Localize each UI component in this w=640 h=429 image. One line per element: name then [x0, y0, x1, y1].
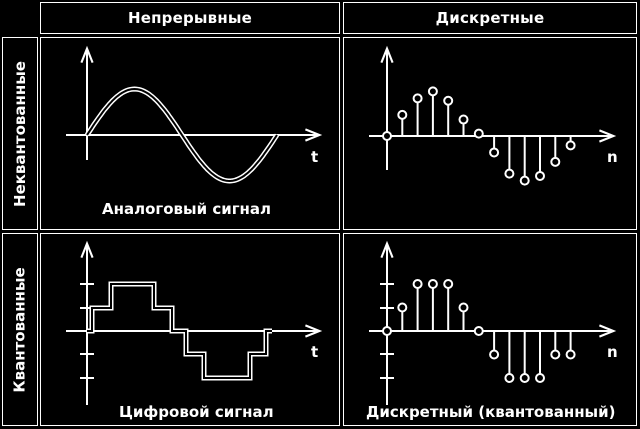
discrete-sample-point — [458, 114, 469, 125]
cell-analog — [40, 37, 340, 230]
quantized-discrete-sample-point — [427, 279, 438, 289]
cell-digital — [40, 233, 340, 426]
quantized-discrete-sample-point — [550, 349, 561, 360]
caption-quantized-discrete: Дискретный (квантованный) — [366, 403, 616, 421]
column-header-continuous: Непрерывные — [127, 9, 253, 27]
digital-step-signal-inner — [87, 283, 272, 379]
discrete-sample-point — [489, 147, 500, 158]
quantized-discrete-sample-point — [565, 349, 576, 360]
quantized-discrete-graph: n — [369, 240, 618, 405]
quantized-discrete-sample-point — [443, 279, 454, 289]
quantized-discrete-sample-point — [489, 349, 500, 360]
discrete-sample-point — [519, 175, 530, 186]
quantized-discrete-sample-point — [504, 373, 515, 383]
quantized-discrete-axis-label: n — [607, 343, 618, 361]
quantized-discrete-sample-point — [473, 326, 484, 336]
discrete-sample-point — [565, 140, 576, 151]
discrete-sample-point — [550, 156, 561, 167]
discrete-axis-label: n — [607, 148, 618, 166]
column-header-discrete: Дискретные — [435, 9, 545, 27]
header-left-frame — [40, 2, 340, 34]
analog-sine-curve-inner — [86, 87, 278, 183]
digital-graph: t — [66, 240, 323, 405]
row-label-bottom-frame — [2, 233, 38, 426]
discrete-sample-point — [382, 131, 392, 141]
quantized-discrete-sample-point — [519, 373, 530, 383]
discrete-sample-point — [427, 86, 438, 97]
discrete-sample-point — [473, 128, 484, 139]
caption-digital: Цифровой сигнал — [119, 403, 274, 421]
row-label-top-frame — [2, 37, 38, 230]
digital-axis-label: t — [311, 343, 318, 361]
digital-level-ticks — [80, 283, 94, 379]
discrete-graph: n — [369, 45, 618, 186]
discrete-sample-point — [397, 109, 408, 120]
header-right-frame — [343, 2, 637, 34]
quantized-discrete-sample-point — [397, 302, 408, 313]
quantized-discrete-level-ticks — [380, 283, 394, 379]
cell-quantized-discrete — [343, 233, 637, 426]
discrete-sample-point — [535, 170, 545, 181]
quantized-discrete-sample-point — [382, 326, 392, 336]
discrete-sample-point — [412, 93, 423, 104]
caption-analog: Аналоговый сигнал — [102, 200, 272, 218]
quantized-discrete-sample-point — [412, 279, 423, 289]
quantized-discrete-sample-point — [535, 373, 545, 383]
discrete-sample-point — [443, 95, 454, 106]
discrete-sample-point — [504, 168, 515, 179]
quantized-discrete-sample-point — [458, 302, 469, 313]
analog-axis-label: t — [311, 148, 318, 166]
analog-graph: t — [66, 45, 323, 184]
cell-discrete — [343, 37, 637, 230]
